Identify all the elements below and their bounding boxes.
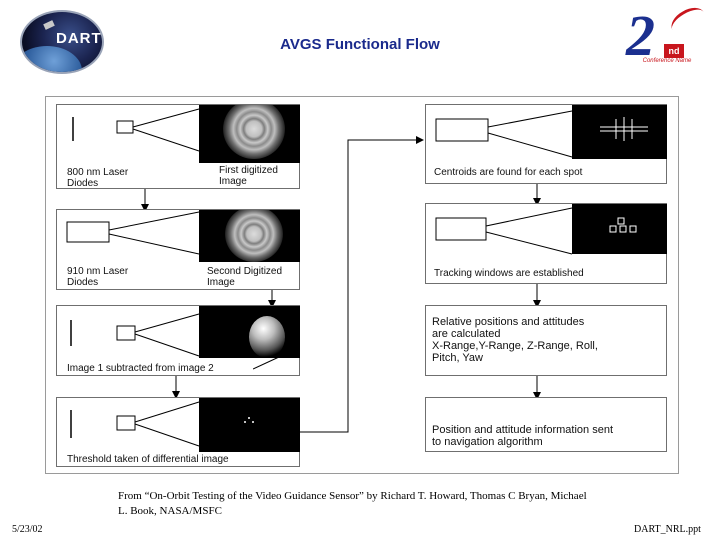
laser-beam-diagram [70,313,200,357]
conference-logo-subtitle: Conference Name [642,58,692,64]
caption-second-image: Second Digitized Image [207,266,283,288]
step-tracking-windows: Tracking windows are established [425,203,667,284]
step-relative-positions: Relative positions and attitudes are cal… [425,305,667,376]
dart-logo-text: DART [56,30,102,47]
conference-logo-badge: nd [664,44,684,58]
caption-threshold: Threshold taken of differential image [67,454,229,465]
centroid-image [572,105,667,159]
conference-logo: 2 nd Conference Name [618,2,712,70]
differential-image [199,306,300,358]
tracking-window-image [572,204,667,254]
laser-beam-diagram [435,110,573,158]
dart-logo-emblem: DART [20,10,104,74]
source-credit: From “On-Orbit Testing of the Video Guid… [118,490,587,517]
threshold-dots [244,417,254,423]
slide-date: 5/23/02 [12,524,43,535]
page-title: AVGS Functional Flow [280,36,440,53]
caption-tracking-windows: Tracking windows are established [434,268,584,279]
caption-first-image: First digitized Image [219,165,278,187]
slide-filename: DART_NRL.ppt [634,524,701,535]
residual-spot [249,316,285,358]
step-threshold: Threshold taken of differential image [56,397,300,467]
caption-laser-diodes-910: 910 nm Laser Diodes [67,266,129,288]
step-centroids: Centroids are found for each spot [425,104,667,184]
conference-logo-numeral: 2 [626,3,655,68]
laser-spot-pattern [223,105,285,159]
step-navigation-output: Position and attitude information sent t… [425,397,667,452]
caption-navigation-output: Position and attitude information sent t… [432,424,614,448]
caption-laser-diodes-800: 800 nm Laser Diodes [67,167,129,189]
pointer-line [253,356,280,370]
laser-beam-diagram [435,207,573,255]
arrow-left-to-right-column [300,136,424,433]
laser-beam-diagram [72,108,200,152]
threshold-image [199,398,300,452]
second-digitized-image [199,210,300,262]
caption-image-subtracted: Image 1 subtracted from image 2 [67,363,214,374]
laser-beam-diagram [70,401,200,447]
step-laser-910nm: 910 nm Laser Diodes Second Digitized Ima… [56,209,300,290]
laser-spot-pattern [225,210,283,262]
tracking-window-boxes [609,217,637,233]
laser-beam-diagram [66,211,200,255]
step-laser-800nm: 800 nm Laser Diodes First digitized Imag… [56,104,300,189]
caption-centroids: Centroids are found for each spot [434,167,583,178]
step-image-subtraction: Image 1 subtracted from image 2 [56,305,300,376]
dart-logo: DART [14,6,110,78]
centroid-crosshairs [600,117,648,141]
functional-flow-diagram [45,96,679,474]
first-digitized-image [199,105,300,163]
caption-relative-positions: Relative positions and attitudes are cal… [432,316,598,364]
